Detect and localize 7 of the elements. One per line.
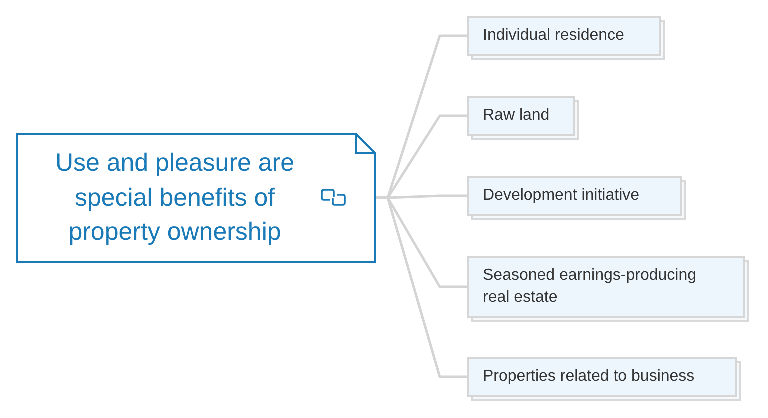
topic-text: Use and pleasure are special benefits of property ownership — [54, 148, 296, 248]
subtopic-text: Individual residence — [483, 26, 624, 46]
subtopic-text: Development initiative — [483, 186, 640, 206]
subtopic-text: Seasoned earnings-producing real estate — [483, 266, 698, 308]
note-box — [16, 133, 376, 263]
subtopic-text: Raw land — [483, 106, 550, 126]
subtopic-text: Properties related to business — [483, 367, 695, 387]
